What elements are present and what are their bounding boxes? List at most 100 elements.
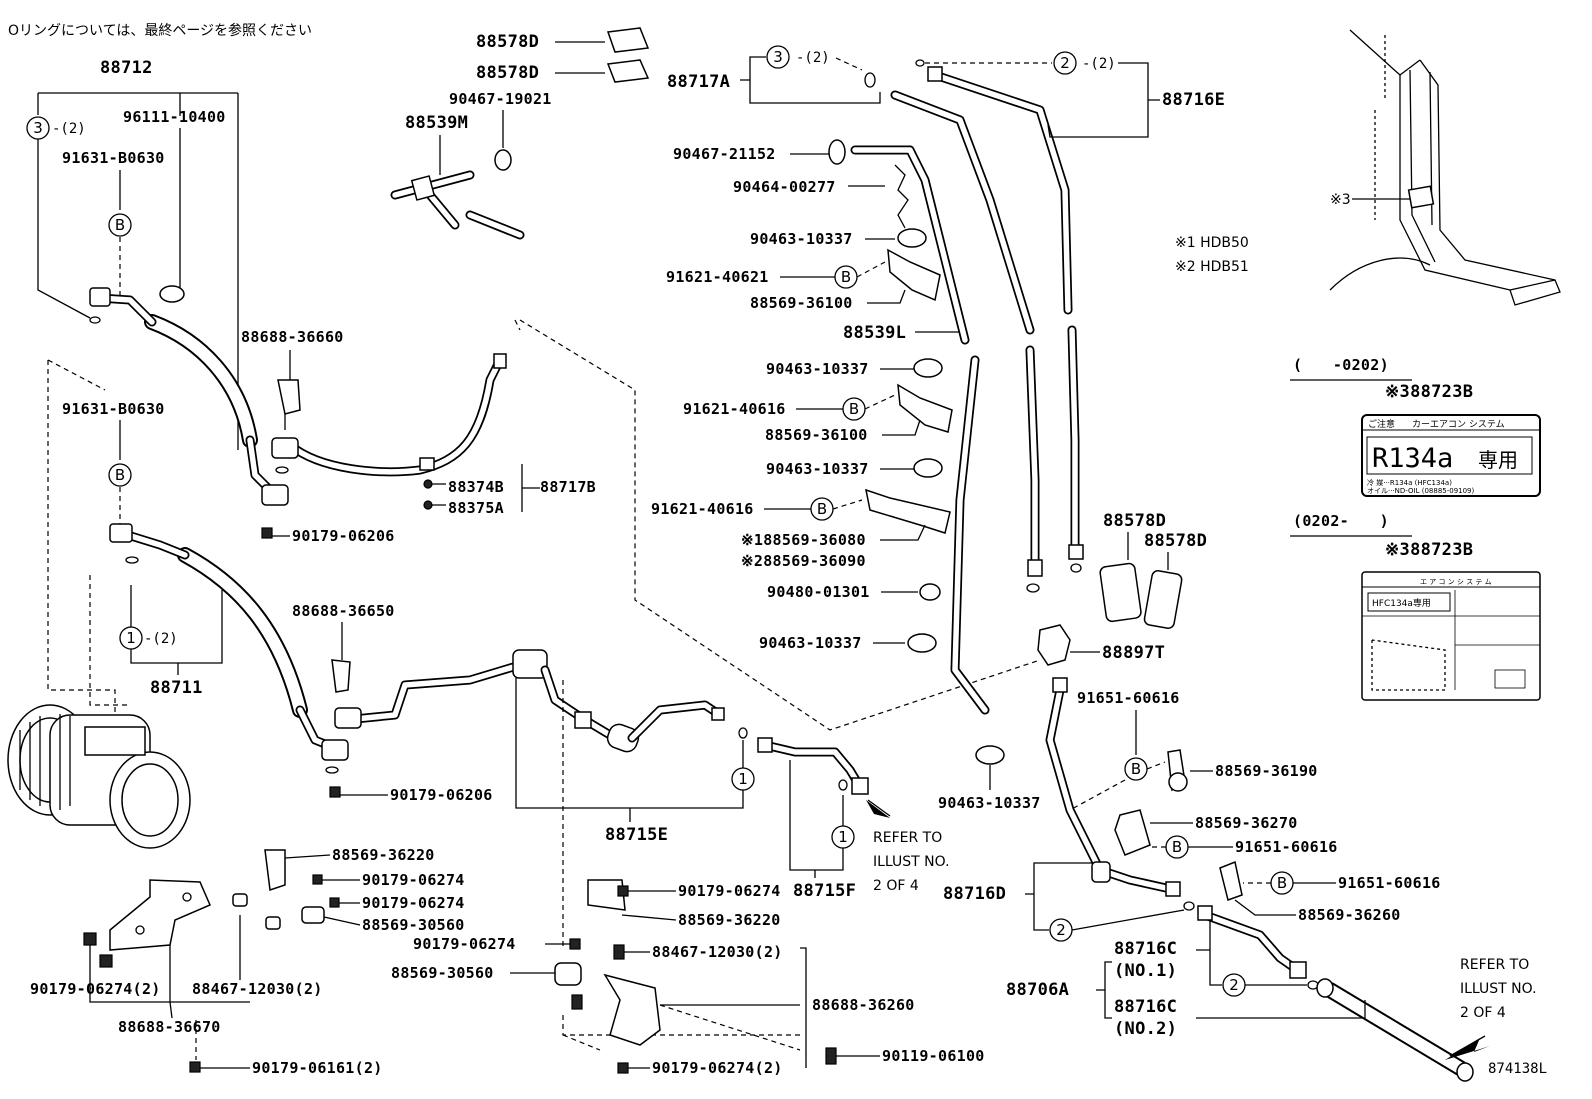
- part-91621-40621[interactable]: 91621-40621: [666, 268, 769, 286]
- part-90463-10337-d[interactable]: 90463-10337: [759, 634, 862, 652]
- svg-text:※3: ※3: [1330, 192, 1351, 208]
- part-90179-06206-lower[interactable]: 90179-06206: [390, 786, 493, 804]
- part-90179-06274-a[interactable]: 90179-06274: [362, 871, 465, 889]
- part-88539M[interactable]: 88539M: [405, 113, 468, 133]
- part-88716D[interactable]: 88716D: [943, 884, 1006, 904]
- part-91651-60616-a[interactable]: 91651-60616: [1077, 689, 1180, 707]
- part-90463-10337-e[interactable]: 90463-10337: [938, 794, 1041, 812]
- refrigerant-label-b: エ ア コ ン シ ス テ ム HFC134a専用: [1361, 571, 1541, 701]
- part-88712[interactable]: 88712: [100, 58, 153, 78]
- part-88688-36660[interactable]: 88688-36660: [241, 328, 344, 346]
- part-88723B-b[interactable]: ※388723B: [1385, 540, 1473, 560]
- part-90467-21152[interactable]: 90467-21152: [673, 145, 776, 163]
- part-91621-40616-b[interactable]: 91621-40616: [651, 500, 754, 518]
- part-90179-06274-c[interactable]: 90179-06274: [678, 882, 781, 900]
- svg-text:B: B: [115, 216, 125, 234]
- part-90463-10337-c[interactable]: 90463-10337: [766, 460, 869, 478]
- part-88569-36190[interactable]: 88569-36190: [1215, 762, 1318, 780]
- callout-1-mid: 1: [731, 767, 755, 791]
- part-88374B[interactable]: 88374B: [448, 478, 504, 496]
- part-88569-36270[interactable]: 88569-36270: [1195, 814, 1298, 832]
- callout-3-center: 3 -(2): [766, 45, 830, 69]
- svg-text:REFER TO: REFER TO: [1460, 957, 1529, 973]
- part-90179-06206-upper[interactable]: 90179-06206: [292, 527, 395, 545]
- part-90464-00277[interactable]: 90464-00277: [733, 178, 836, 196]
- callout-2-mid: 2: [1049, 918, 1073, 942]
- label-range-a: ( -0202): [1293, 356, 1389, 374]
- svg-text:1: 1: [126, 629, 136, 647]
- part-88578D-top-a[interactable]: 88578D: [476, 32, 539, 52]
- svg-text:ILLUST NO.: ILLUST NO.: [873, 854, 950, 870]
- part-90179-06274-b[interactable]: 90179-06274: [362, 894, 465, 912]
- part-88375A[interactable]: 88375A: [448, 499, 504, 517]
- svg-text:R134a: R134a: [1372, 443, 1453, 474]
- svg-text:エ ア コ ン シ ス テ ム: エ ア コ ン シ ス テ ム: [1420, 578, 1492, 586]
- part-90467-19021[interactable]: 90467-19021: [449, 90, 552, 108]
- svg-text:B: B: [817, 500, 827, 518]
- svg-text:専用: 専用: [1478, 448, 1518, 472]
- part-91631-B0630-lower[interactable]: 91631-B0630: [62, 400, 165, 418]
- part-88715F[interactable]: 88715F: [793, 881, 856, 901]
- part-88569-36090[interactable]: ※288569-36090: [741, 552, 866, 570]
- part-91621-40616-a[interactable]: 91621-40616: [683, 400, 786, 418]
- part-88467-12030-2-mid[interactable]: 88467-12030(2): [652, 943, 783, 961]
- svg-text:B: B: [1131, 760, 1141, 778]
- part-90463-10337-b[interactable]: 90463-10337: [766, 360, 869, 378]
- part-88716C-no1[interactable]: 88716C: [1114, 939, 1177, 959]
- part-90179-06161-2[interactable]: 90179-06161(2): [252, 1059, 383, 1077]
- part-88569-36100-b[interactable]: 88569-36100: [765, 426, 868, 444]
- svg-text:-(2): -(2): [52, 121, 86, 137]
- part-88688-36670[interactable]: 88688-36670: [118, 1018, 221, 1036]
- part-88706A[interactable]: 88706A: [1006, 980, 1069, 1000]
- svg-text:B: B: [849, 400, 859, 418]
- part-88569-36260[interactable]: 88569-36260: [1298, 906, 1401, 924]
- part-88716C-no2[interactable]: 88716C: [1114, 997, 1177, 1017]
- part-91651-60616-c[interactable]: 91651-60616: [1338, 874, 1441, 892]
- bolt-marker-b-8: B: [1270, 871, 1294, 895]
- svg-text:2: 2: [1060, 54, 1070, 72]
- part-88897T[interactable]: 88897T: [1102, 643, 1165, 663]
- part-88578D-right-a[interactable]: 88578D: [1103, 511, 1166, 531]
- part-90480-01301[interactable]: 90480-01301: [767, 583, 870, 601]
- part-90179-06274-2-mid[interactable]: 90179-06274(2): [652, 1059, 783, 1077]
- part-88569-36080[interactable]: ※188569-36080: [741, 531, 866, 549]
- part-88569-36220-left[interactable]: 88569-36220: [332, 846, 435, 864]
- part-88688-36650[interactable]: 88688-36650: [292, 602, 395, 620]
- part-88569-30560-left[interactable]: 88569-30560: [362, 916, 465, 934]
- pillar-inset: ※3: [1329, 29, 1561, 306]
- part-88569-30560-mid[interactable]: 88569-30560: [391, 964, 494, 982]
- part-88715E[interactable]: 88715E: [605, 825, 668, 845]
- variant-hdb51: ※2 HDB51: [1175, 259, 1249, 275]
- part-88569-36220-mid[interactable]: 88569-36220: [678, 911, 781, 929]
- svg-text:ご注意: ご注意: [1368, 418, 1395, 430]
- refer-note-1: REFER TO ILLUST NO. 2 OF 4: [873, 830, 950, 894]
- part-88467-12030-2-left[interactable]: 88467-12030(2): [192, 980, 323, 998]
- part-88688-36260[interactable]: 88688-36260: [812, 996, 915, 1014]
- svg-text:-(2): -(2): [796, 50, 830, 66]
- part-88716E[interactable]: 88716E: [1162, 90, 1225, 110]
- part-91651-60616-b[interactable]: 91651-60616: [1235, 838, 1338, 856]
- part-90179-06274-2-left[interactable]: 90179-06274(2): [30, 980, 161, 998]
- part-88539L[interactable]: 88539L: [843, 323, 906, 343]
- part-90119-06100[interactable]: 90119-06100: [882, 1047, 985, 1065]
- oring-note: Oリングについては、最終ページを参照ください: [8, 22, 312, 39]
- part-88717B[interactable]: 88717B: [540, 478, 596, 496]
- part-90463-10337-a[interactable]: 90463-10337: [750, 230, 853, 248]
- part-90179-06274-d[interactable]: 90179-06274: [413, 935, 516, 953]
- bolt-marker-b-1: B: [108, 213, 132, 237]
- part-96111-10400[interactable]: 96111-10400: [123, 108, 226, 126]
- part-88578D-top-b[interactable]: 88578D: [476, 63, 539, 83]
- part-88569-36100-a[interactable]: 88569-36100: [750, 294, 853, 312]
- part-88717A[interactable]: 88717A: [667, 72, 730, 92]
- svg-text:冷 媒···R134a (HFC134a): 冷 媒···R134a (HFC134a): [1367, 478, 1452, 487]
- illustration-id: 874138L: [1488, 1061, 1547, 1077]
- svg-text:3: 3: [33, 119, 43, 137]
- svg-text:REFER TO: REFER TO: [873, 830, 942, 846]
- part-88723B-a[interactable]: ※388723B: [1385, 382, 1473, 402]
- part-91631-B0630-upper[interactable]: 91631-B0630: [62, 149, 165, 167]
- part-88578D-right-b[interactable]: 88578D: [1144, 531, 1207, 551]
- callout-3-left: 3 -(2): [26, 116, 86, 140]
- label-range-b: (0202- ): [1293, 512, 1389, 530]
- svg-text:2: 2: [1229, 976, 1239, 994]
- part-88711[interactable]: 88711: [150, 678, 203, 698]
